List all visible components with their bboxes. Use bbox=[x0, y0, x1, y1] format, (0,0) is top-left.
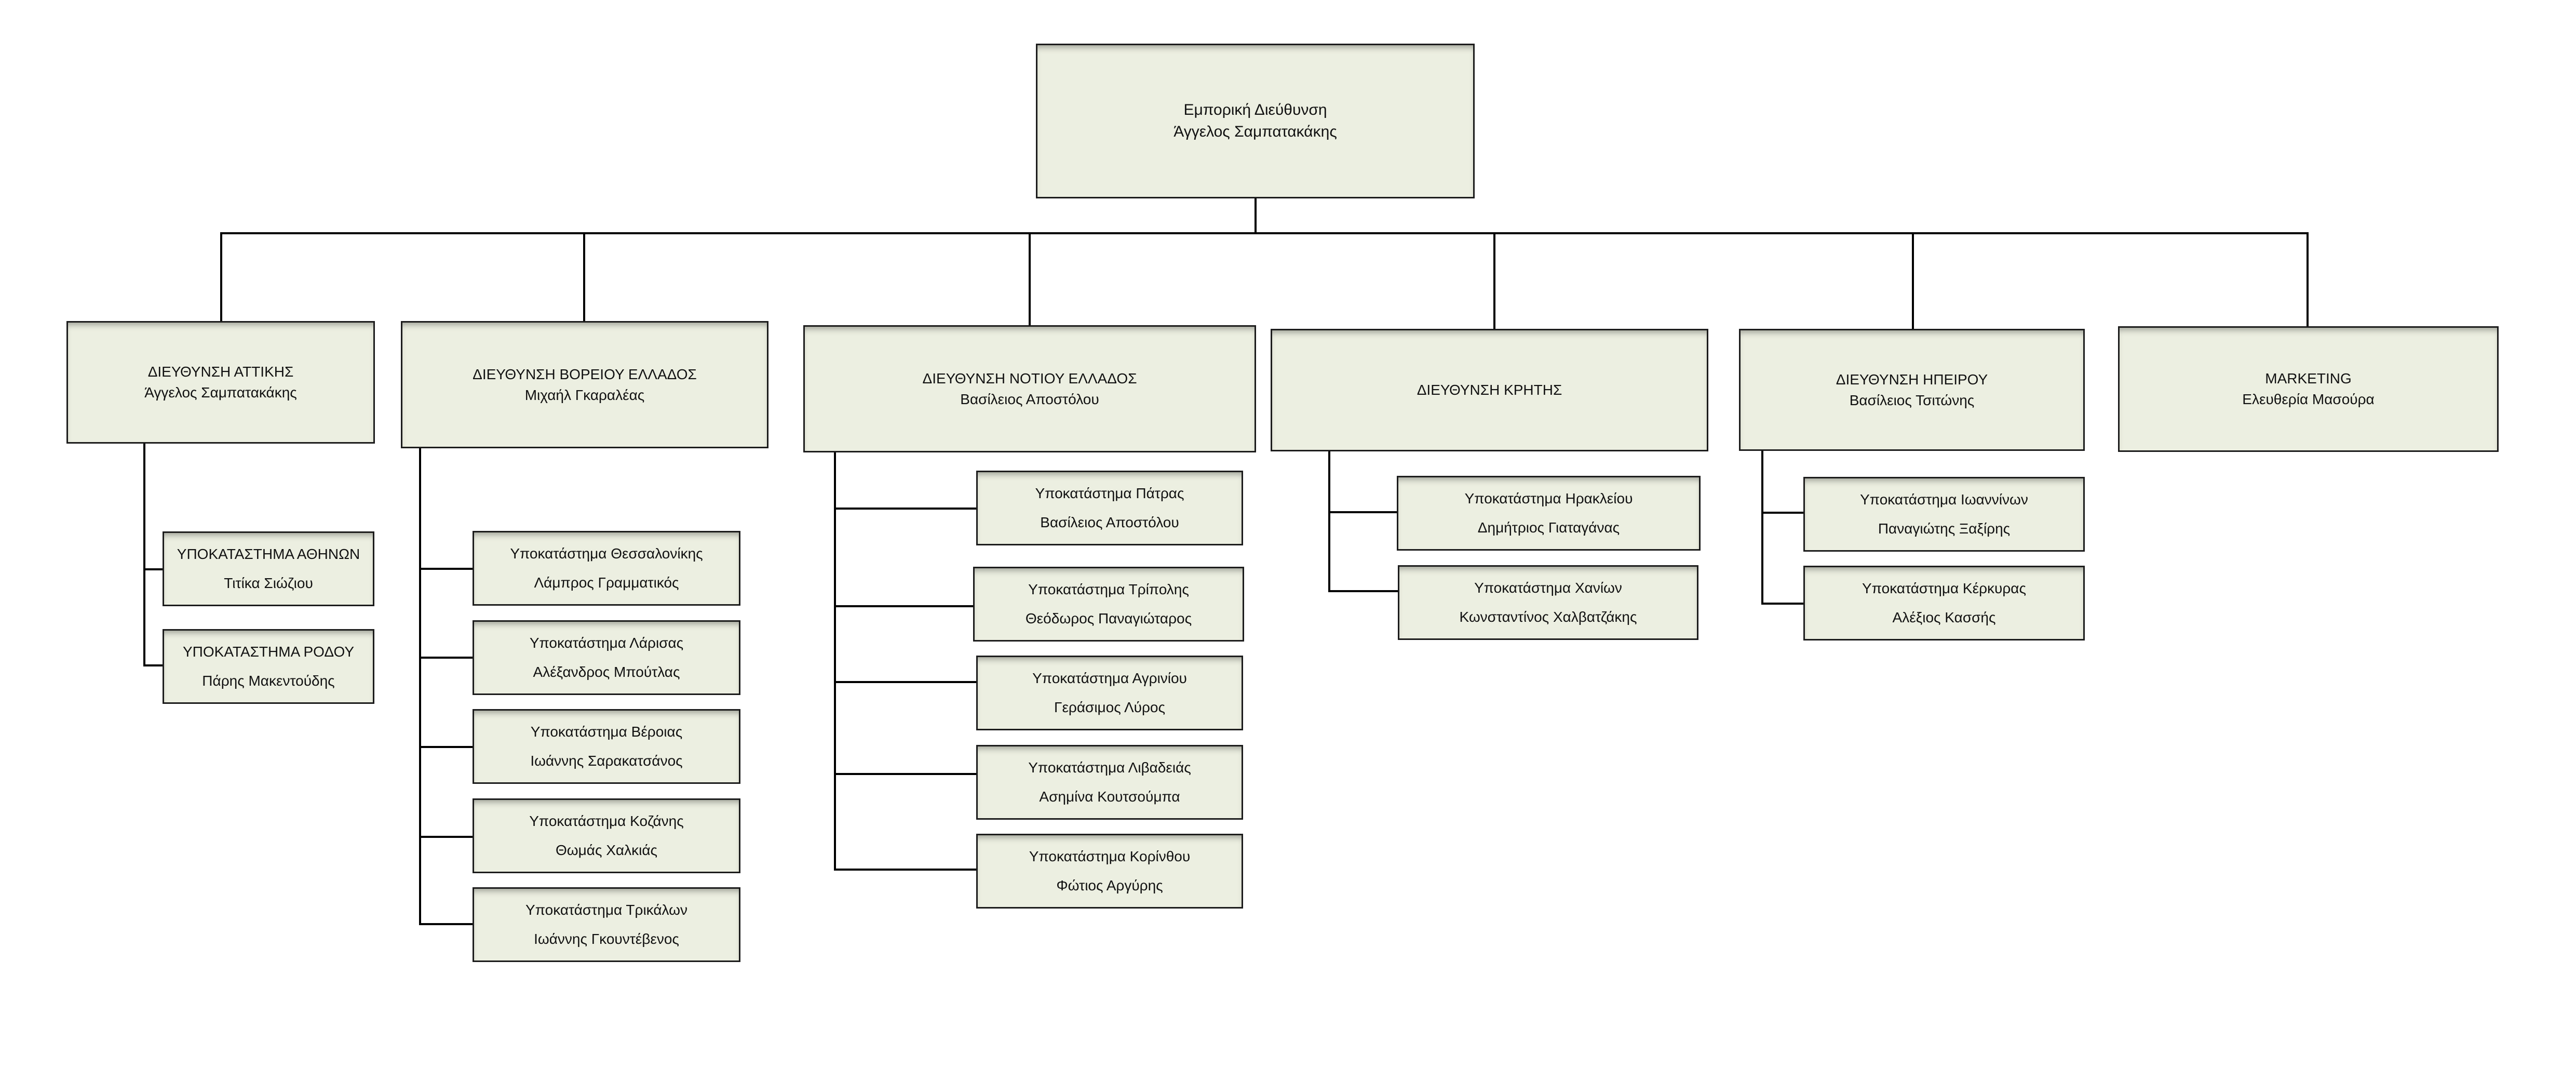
branch-box: ΥΠΟΚΑΤΑΣΤΗΜΑ ΑΘΗΝΩΝ Τιτίκα Σιώζιου bbox=[163, 531, 374, 606]
branch-person: Φώτιος Αργύρης bbox=[1056, 877, 1163, 893]
department-box-crete: ΔΙΕΥΘΥΝΣΗ ΚΡΗΤΗΣ bbox=[1271, 329, 1708, 451]
department-person: Ελευθερία Μασούρα bbox=[2242, 391, 2375, 407]
department-bus-line bbox=[220, 232, 2309, 234]
branch-person: Τιτίκα Σιώζιου bbox=[224, 575, 313, 591]
department-title: ΔΙΕΥΘΥΝΣΗ ΒΟΡΕΙΟΥ ΕΛΛΑΔΟΣ bbox=[473, 366, 697, 382]
department-person: Μιχαήλ Γκαραλέας bbox=[524, 386, 645, 403]
branch-box: Υποκατάστημα Αγρινίου Γεράσιμος Λύρος bbox=[976, 656, 1243, 730]
branch-person: Αλέξανδρος Μπούτλας bbox=[533, 664, 680, 680]
branch-connector-line bbox=[834, 508, 976, 510]
branch-title: Υποκατάστημα Ιωαννίνων bbox=[1860, 491, 2028, 508]
branch-person: Παναγιώτης Ξαξίρης bbox=[1878, 521, 2011, 537]
branch-connector-line bbox=[419, 568, 473, 570]
branch-box: ΥΠΟΚΑΤΑΣΤΗΜΑ ΡΟΔΟΥ Πάρης Μακεντούδης bbox=[163, 629, 374, 704]
branch-box: Υποκατάστημα Κέρκυρας Αλέξιος Κασσής bbox=[1803, 566, 2085, 640]
root-stem-line bbox=[1255, 198, 1257, 233]
department-box-epirus: ΔΙΕΥΘΥΝΣΗ ΗΠΕΙΡΟΥ Βασίλειος Τσιτώνης bbox=[1739, 329, 2085, 451]
branch-spine-line bbox=[1328, 451, 1330, 592]
branch-spine-line bbox=[1761, 451, 1763, 605]
branch-connector-line bbox=[1761, 512, 1803, 514]
branch-person: Δημήτριος Γιαταγάνας bbox=[1477, 519, 1620, 536]
branch-connector-line bbox=[143, 568, 163, 570]
root-title: Εμπορική Διεύθυνση bbox=[1183, 101, 1327, 118]
root-box: Εμπορική Διεύθυνση Άγγελος Σαμπατακάκης bbox=[1036, 44, 1475, 198]
branch-spine-line bbox=[419, 448, 421, 925]
branch-spine-line bbox=[834, 452, 836, 871]
branch-connector-line bbox=[834, 773, 976, 775]
dept-drop-line bbox=[1029, 232, 1031, 325]
department-person: Άγγελος Σαμπατακάκης bbox=[144, 384, 297, 401]
dept-drop-line bbox=[1912, 232, 1914, 329]
branch-box: Υποκατάστημα Χανίων Κωνσταντίνος Χαλβατζ… bbox=[1398, 565, 1698, 640]
branch-box: Υποκατάστημα Τρίπολης Θεόδωρος Παναγιώτα… bbox=[973, 567, 1244, 642]
branch-person: Ιωάννης Γκουντέβενος bbox=[534, 931, 679, 947]
department-title: ΔΙΕΥΘΥΝΣΗ ΑΤΤΙΚΗΣ bbox=[147, 364, 294, 380]
branch-connector-line bbox=[834, 869, 976, 871]
department-person: Βασίλειος Αποστόλου bbox=[960, 391, 1099, 407]
root-person: Άγγελος Σαμπατακάκης bbox=[1174, 123, 1337, 140]
branch-person: Θωμάς Χαλκιάς bbox=[556, 842, 657, 858]
department-box-north-greece: ΔΙΕΥΘΥΝΣΗ ΒΟΡΕΙΟΥ ΕΛΛΑΔΟΣ Μιχαήλ Γκαραλέ… bbox=[401, 321, 768, 448]
branch-title: Υποκατάστημα Βέροιας bbox=[530, 724, 683, 740]
branch-person: Κωνσταντίνος Χαλβατζάκης bbox=[1459, 609, 1637, 625]
branch-connector-line bbox=[143, 664, 163, 666]
branch-connector-line bbox=[1328, 511, 1397, 513]
branch-box: Υποκατάστημα Θεσσαλονίκης Λάμπρος Γραμμα… bbox=[473, 531, 740, 606]
branch-title: Υποκατάστημα Πάτρας bbox=[1035, 485, 1184, 501]
branch-connector-line bbox=[1328, 590, 1398, 592]
branch-title: Υποκατάστημα Κοζάνης bbox=[529, 813, 684, 829]
branch-person: Λάμπρος Γραμματικός bbox=[534, 575, 679, 591]
department-person: Βασίλειος Τσιτώνης bbox=[1849, 392, 1975, 408]
branch-title: Υποκατάστημα Ηρακλείου bbox=[1464, 490, 1633, 506]
branch-box: Υποκατάστημα Πάτρας Βασίλειος Αποστόλου bbox=[976, 471, 1243, 545]
branch-connector-line bbox=[1761, 603, 1803, 605]
branch-spine-line bbox=[143, 444, 145, 666]
department-title: ΔΙΕΥΘΥΝΣΗ ΝΟΤΙΟΥ ΕΛΛΑΔΟΣ bbox=[922, 370, 1137, 386]
branch-box: Υποκατάστημα Ηρακλείου Δημήτριος Γιαταγά… bbox=[1397, 476, 1701, 551]
branch-box: Υποκατάστημα Κοζάνης Θωμάς Χαλκιάς bbox=[473, 798, 740, 873]
branch-box: Υποκατάστημα Κορίνθου Φώτιος Αργύρης bbox=[976, 834, 1243, 909]
branch-connector-line bbox=[419, 923, 473, 925]
branch-title: Υποκατάστημα Αγρινίου bbox=[1032, 670, 1187, 686]
branch-title: Υποκατάστημα Τρικάλων bbox=[525, 902, 687, 918]
department-box-south-greece: ΔΙΕΥΘΥΝΣΗ ΝΟΤΙΟΥ ΕΛΛΑΔΟΣ Βασίλειος Αποστ… bbox=[803, 325, 1256, 452]
branch-box: Υποκατάστημα Λιβαδειάς Ασημίνα Κουτσούμπ… bbox=[976, 745, 1243, 820]
branch-connector-line bbox=[834, 681, 976, 683]
branch-title: ΥΠΟΚΑΤΑΣΤΗΜΑ ΡΟΔΟΥ bbox=[182, 644, 355, 660]
branch-box: Υποκατάστημα Τρικάλων Ιωάννης Γκουντέβεν… bbox=[473, 887, 740, 962]
branch-title: Υποκατάστημα Χανίων bbox=[1474, 580, 1622, 596]
department-box-marketing: MARKETING Ελευθερία Μασούρα bbox=[2118, 326, 2499, 452]
branch-person: Βασίλειος Αποστόλου bbox=[1040, 514, 1179, 530]
dept-drop-line bbox=[220, 232, 222, 321]
branch-title: ΥΠΟΚΑΤΑΣΤΗΜΑ ΑΘΗΝΩΝ bbox=[177, 546, 360, 562]
branch-person: Αλέξιος Κασσής bbox=[1892, 609, 1996, 625]
branch-person: Ιωάννης Σαρακατσάνος bbox=[530, 753, 683, 769]
dept-drop-line bbox=[583, 232, 585, 321]
branch-title: Υποκατάστημα Λάρισας bbox=[529, 635, 684, 651]
dept-drop-line bbox=[1493, 232, 1495, 329]
branch-title: Υποκατάστημα Κέρκυρας bbox=[1862, 580, 2026, 596]
branch-person: Ασημίνα Κουτσούμπα bbox=[1039, 789, 1180, 805]
branch-title: Υποκατάστημα Θεσσαλονίκης bbox=[510, 545, 703, 562]
branch-box: Υποκατάστημα Ιωαννίνων Παναγιώτης Ξαξίρη… bbox=[1803, 477, 2085, 552]
branch-connector-line bbox=[834, 605, 973, 607]
department-title: ΔΙΕΥΘΥΝΣΗ ΗΠΕΙΡΟΥ bbox=[1836, 371, 1988, 388]
department-title: ΔΙΕΥΘΥΝΣΗ ΚΡΗΤΗΣ bbox=[1417, 382, 1562, 398]
branch-connector-line bbox=[419, 746, 473, 748]
branch-box: Υποκατάστημα Βέροιας Ιωάννης Σαρακατσάνο… bbox=[473, 709, 740, 784]
branch-person: Θεόδωρος Παναγιώταρος bbox=[1025, 610, 1192, 626]
branch-connector-line bbox=[419, 836, 473, 838]
branch-title: Υποκατάστημα Τρίπολης bbox=[1028, 581, 1189, 597]
department-title: MARKETING bbox=[2265, 370, 2352, 386]
branch-title: Υποκατάστημα Λιβαδειάς bbox=[1028, 759, 1191, 776]
branch-title: Υποκατάστημα Κορίνθου bbox=[1029, 848, 1191, 864]
branch-box: Υποκατάστημα Λάρισας Αλέξανδρος Μπούτλας bbox=[473, 620, 740, 695]
branch-person: Πάρης Μακεντούδης bbox=[202, 673, 335, 689]
branch-person: Γεράσιμος Λύρος bbox=[1054, 699, 1165, 715]
department-box-attica: ΔΙΕΥΘΥΝΣΗ ΑΤΤΙΚΗΣ Άγγελος Σαμπατακάκης bbox=[66, 321, 375, 444]
branch-connector-line bbox=[419, 657, 473, 659]
dept-drop-line bbox=[2307, 232, 2309, 326]
